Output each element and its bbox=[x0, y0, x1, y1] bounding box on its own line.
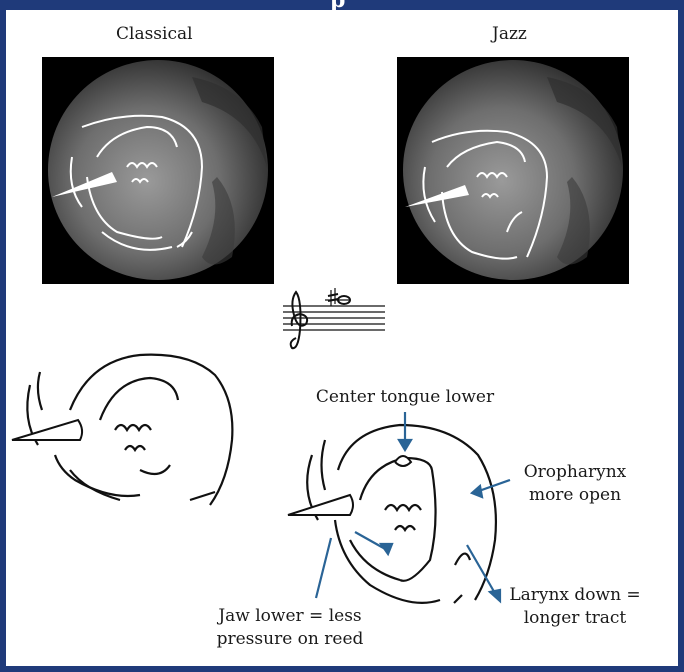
jaw-arrow bbox=[316, 538, 331, 598]
larynx-label-line2: longer tract bbox=[500, 607, 650, 629]
jaw-label-line2: pressure on reed bbox=[200, 628, 380, 650]
oropharynx-label-line2: more open bbox=[515, 484, 635, 506]
larynx-label-line1: Larynx down = bbox=[500, 584, 650, 606]
sharp-icon bbox=[328, 288, 338, 306]
oropharynx-label-line1: Oropharynx bbox=[515, 461, 635, 483]
center-tongue-label: Center tongue lower bbox=[305, 386, 505, 408]
jaw-label-line1: Jaw lower = less bbox=[205, 605, 375, 627]
